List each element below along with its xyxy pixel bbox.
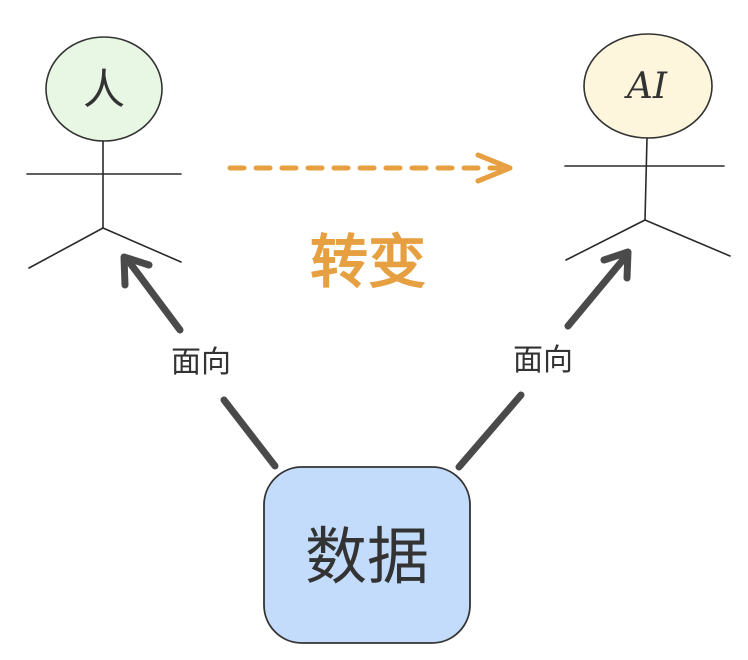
edge-data-to-ai[interactable] — [455, 248, 632, 471]
human-right-leg — [102, 227, 182, 263]
data-node-box — [264, 467, 470, 643]
edge-ai-arrowhead — [600, 248, 632, 282]
ai-head — [584, 34, 712, 138]
edge-ai-lower-segment — [455, 391, 525, 471]
ai-head-outline — [583, 33, 713, 139]
edge-human-lower-segment — [220, 396, 279, 470]
human-left-leg — [28, 227, 104, 269]
data-node-outline — [263, 466, 471, 644]
ai-left-leg — [565, 219, 646, 261]
ai-actor[interactable]: AI — [564, 33, 731, 261]
human-actor[interactable]: 人 — [26, 36, 182, 269]
human-head-outline — [45, 36, 163, 142]
transition-label: 转变 — [310, 228, 426, 296]
data-node-label: 数据 — [305, 520, 429, 593]
edge-ai-label: 面向 — [513, 343, 573, 378]
edge-human-label: 面向 — [171, 345, 231, 380]
edge-human-arrowhead — [120, 253, 153, 289]
transition-arrow-head — [475, 152, 513, 184]
ai-right-leg — [644, 219, 731, 257]
edge-ai-upper-segment — [564, 251, 631, 330]
data-node[interactable]: 数据 — [263, 466, 471, 644]
ai-body — [644, 137, 648, 221]
human-head — [46, 37, 162, 141]
edge-data-to-human[interactable] — [120, 253, 279, 470]
human-label: 人 — [83, 65, 125, 114]
transition-arrow[interactable] — [227, 152, 513, 184]
ai-label: AI — [624, 66, 668, 107]
edge-human-upper-segment — [123, 255, 184, 334]
